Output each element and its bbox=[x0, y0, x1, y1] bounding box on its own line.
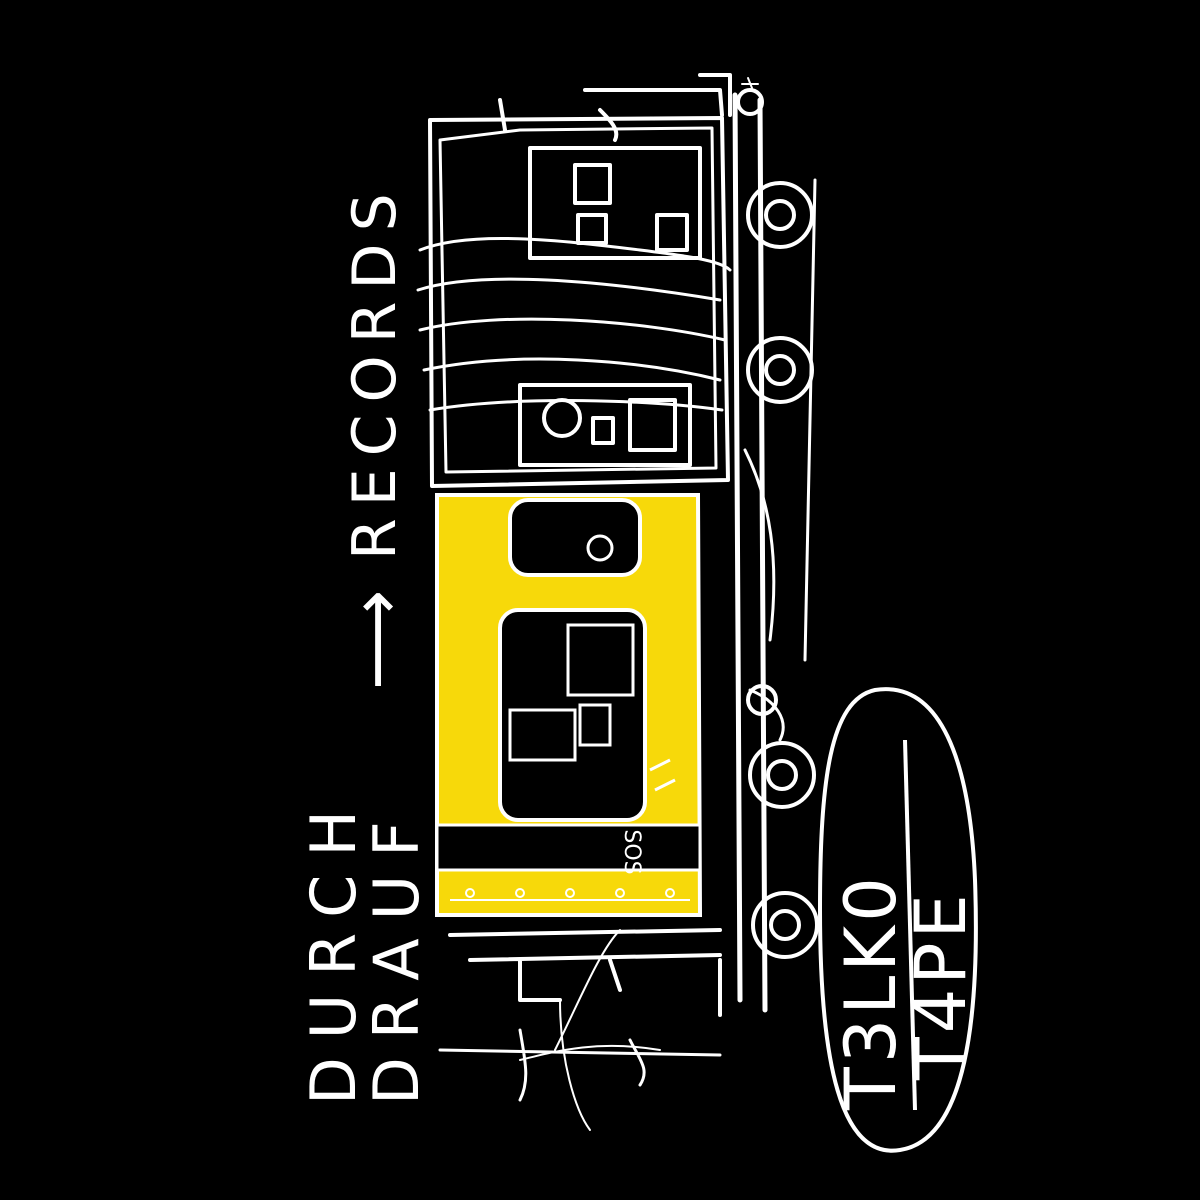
cab-window-main bbox=[498, 608, 647, 822]
badge-oval bbox=[817, 687, 978, 1153]
sparkle-mark bbox=[741, 77, 759, 89]
label-drauf: DRAUF bbox=[360, 803, 433, 1105]
panel-grille bbox=[655, 213, 689, 252]
vehicle-illustration bbox=[416, 73, 819, 1131]
chassis-rail bbox=[732, 92, 768, 1013]
switch-block bbox=[591, 416, 615, 445]
badge-line-2: T4PE bbox=[900, 890, 982, 1081]
yellow-cab: SOS bbox=[435, 493, 703, 917]
wheel-3 bbox=[748, 741, 816, 809]
cab-dashboard bbox=[508, 534, 676, 792]
arrow-glyph: ⟶ bbox=[335, 590, 417, 690]
vehicle-marking: SOS bbox=[619, 829, 644, 874]
badge-divider bbox=[903, 739, 917, 1111]
panel-window-a bbox=[573, 163, 612, 205]
cab-stripe bbox=[435, 823, 702, 872]
label-records: RECORDS bbox=[340, 181, 410, 560]
tow-bar bbox=[438, 1028, 722, 1102]
badge-line-1: T3LK0 bbox=[830, 873, 912, 1111]
cab-window-upper bbox=[508, 498, 642, 577]
front-bumper bbox=[448, 928, 722, 1017]
cab-lights bbox=[450, 888, 690, 901]
top-hardware bbox=[498, 73, 732, 142]
label-durch: DURCH bbox=[297, 792, 370, 1105]
hub-small bbox=[746, 684, 778, 716]
tarp-bundle bbox=[416, 236, 732, 412]
small-pumpkin-sticker bbox=[736, 88, 764, 116]
scribble-strokes bbox=[519, 929, 661, 1131]
title-lettering: DURCH DRAUF ⟶ RECORDS bbox=[297, 181, 433, 1105]
gauge-dial bbox=[542, 398, 582, 438]
wheel-1 bbox=[746, 181, 814, 249]
badge: T3LK0 T4PE bbox=[817, 687, 982, 1153]
control-panel-upper bbox=[528, 146, 702, 260]
meter-block bbox=[628, 398, 677, 452]
cargo-box-outline bbox=[428, 116, 730, 488]
engine-box bbox=[518, 383, 692, 467]
suspension-lines bbox=[743, 178, 817, 742]
wheel-4 bbox=[751, 891, 819, 959]
panel-window-b bbox=[576, 213, 608, 245]
